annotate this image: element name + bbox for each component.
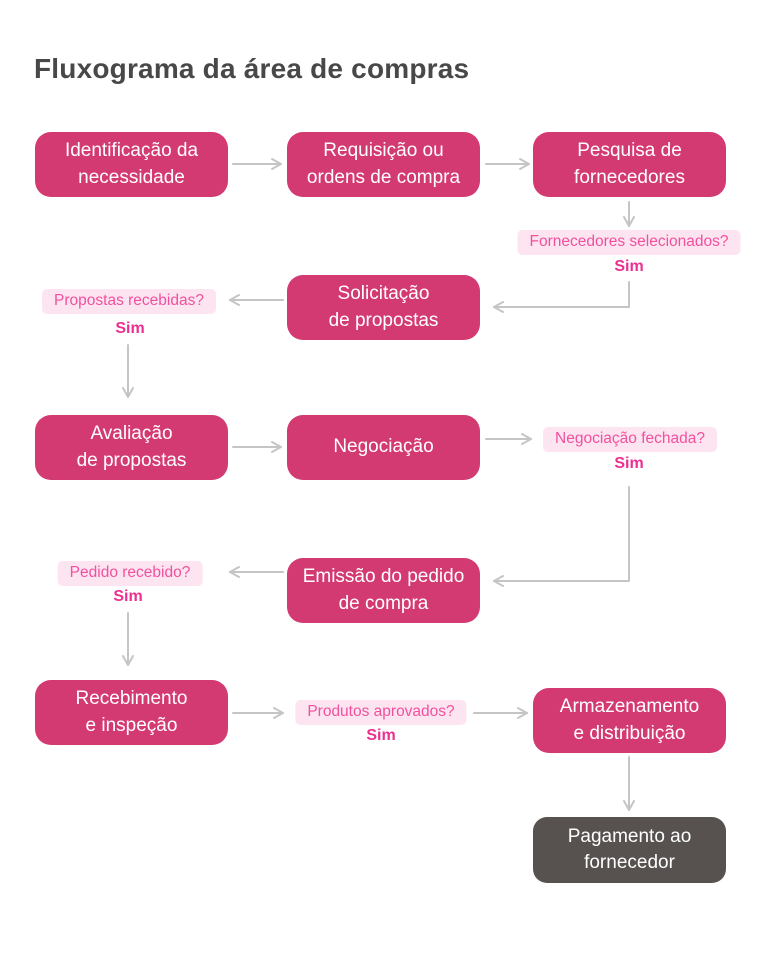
question-produtos-aprovados: Produtos aprovados? [295,700,467,725]
answer-sim-negociacao: Sim [614,455,644,472]
node-label: Requisição ou ordens de compra [306,140,461,188]
arrow-fornecedores-sim-to-solicitacao [493,281,630,313]
node-avaliacao-de-propostas: Avaliação de propostas [35,415,228,480]
node-label: Pagamento ao fornecedor [567,825,692,873]
node-label: Negociação [333,436,434,458]
node-label: Avaliação de propostas [76,423,187,471]
node-label: Recebimento e inspeção [75,688,188,736]
answer-sim-pedido: Sim [113,588,143,605]
node-emissao-do-pedido-de-compra: Emissão do pedido de compra [287,558,480,623]
node-requisicao-ou-ordens-de-compra: Requisição ou ordens de compra [287,132,480,197]
node-negociacao: Negociação [287,415,480,480]
question-fornecedores-selecionados: Fornecedores selecionados? [517,230,741,255]
arrow-fechada-sim-to-emissao [493,486,630,587]
node-label: Identificação da necessidade [64,140,199,188]
question-propostas-recebidas: Propostas recebidas? [42,289,216,314]
node-solicitacao-de-propostas: Solicitação de propostas [287,275,480,340]
answer-sim-fornecedores: Sim [614,258,644,275]
answer-sim-propostas: Sim [115,320,145,337]
node-identificacao-da-necessidade: Identificação da necessidade [35,132,228,197]
node-pesquisa-de-fornecedores: Pesquisa de fornecedores [533,132,726,197]
node-label: Emissão do pedido de compra [302,566,465,614]
answer-sim-produtos: Sim [366,727,396,744]
node-armazenamento-e-distribuicao: Armazenamento e distribuição [533,688,726,753]
node-pagamento-ao-fornecedor: Pagamento ao fornecedor [533,817,726,883]
node-recebimento-e-inspecao: Recebimento e inspeção [35,680,228,745]
question-pedido-recebido: Pedido recebido? [57,561,203,586]
node-label: Solicitação de propostas [328,283,439,331]
page-title: Fluxograma da área de compras [34,53,470,84]
node-label: Armazenamento e distribuição [559,696,700,744]
node-label: Pesquisa de fornecedores [574,140,685,188]
question-negociacao-fechada: Negociação fechada? [543,427,717,452]
